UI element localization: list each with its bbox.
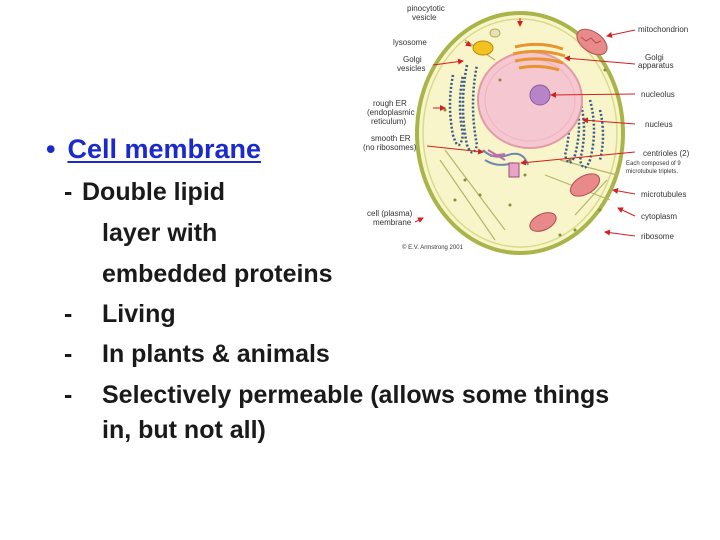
- label-nucleus: nucleus: [645, 120, 673, 129]
- sub-item-4-line-2: in, but not all): [102, 416, 266, 444]
- label-smooth-er-2: (no ribosomes): [363, 143, 417, 152]
- label-centrioles: centrioles (2): [643, 149, 690, 158]
- cell-diagram-svg: pinocytotic vesicle lysosome Golgi vesic…: [363, 4, 690, 255]
- sub-item-4-line-1: Selectively permeable (allows some thing…: [102, 381, 610, 409]
- label-smooth-er-1: smooth ER: [371, 134, 411, 143]
- bullet-dot: •: [46, 134, 56, 164]
- bullet-cell-membrane: • Cell membrane: [46, 134, 261, 165]
- label-lysosome: lysosome: [393, 38, 427, 47]
- bullet-title-text: Cell membrane: [67, 134, 262, 164]
- animal-cell-diagram: pinocytotic vesicle lysosome Golgi vesic…: [345, 0, 720, 255]
- label-cell-membrane-1: cell (plasma): [367, 209, 413, 218]
- label-pinocytotic-vesicle-1: pinocytotic: [407, 4, 445, 13]
- label-golgi-apparatus-2: apparatus: [638, 61, 674, 70]
- dash-3: -: [64, 340, 73, 368]
- label-rough-er-1: rough ER: [373, 99, 407, 108]
- label-cytoplasm: cytoplasm: [641, 212, 677, 221]
- dash-4: -: [64, 381, 73, 409]
- label-rough-er-3: reticulum): [371, 117, 406, 126]
- label-golgi-apparatus-1: Golgi: [645, 53, 664, 62]
- label-centrioles-desc-1: Each composed of 9: [626, 161, 681, 167]
- centrioles: [487, 149, 520, 178]
- label-golgi-vesicles-1: Golgi: [403, 55, 422, 64]
- sub-item-3: In plants & animals: [102, 340, 330, 368]
- sub-item-2: Living: [102, 300, 176, 328]
- label-mitochondrion: mitochondrion: [638, 25, 688, 34]
- label-rough-er-2: (endoplasmic: [367, 108, 415, 117]
- label-arrows: [414, 18, 636, 237]
- lysosome: [472, 40, 494, 56]
- label-microtubules: microtubules: [641, 190, 686, 199]
- sub-item-1-line-3: embedded proteins: [102, 260, 333, 288]
- dash-2: -: [64, 300, 73, 328]
- label-golgi-vesicles-2: vesicles: [397, 64, 425, 73]
- label-nucleolus: nucleolus: [641, 90, 675, 99]
- nucleolus: [529, 84, 551, 106]
- label-pinocytotic-vesicle-2: vesicle: [412, 13, 437, 22]
- sub-item-1-line-2: layer with: [102, 219, 218, 247]
- label-centrioles-desc-2: microtubule triplets.: [626, 169, 678, 175]
- golgi-apparatus: [512, 42, 566, 72]
- mitochondria: [489, 28, 608, 232]
- sub-item-1-line-1: Double lipid: [82, 178, 226, 206]
- label-cell-membrane-2: membrane: [373, 218, 412, 227]
- dash-1: -: [64, 178, 73, 206]
- label-ribosome: ribosome: [641, 232, 674, 241]
- copyright-note: © E.V. Armstrong 2001: [402, 244, 464, 251]
